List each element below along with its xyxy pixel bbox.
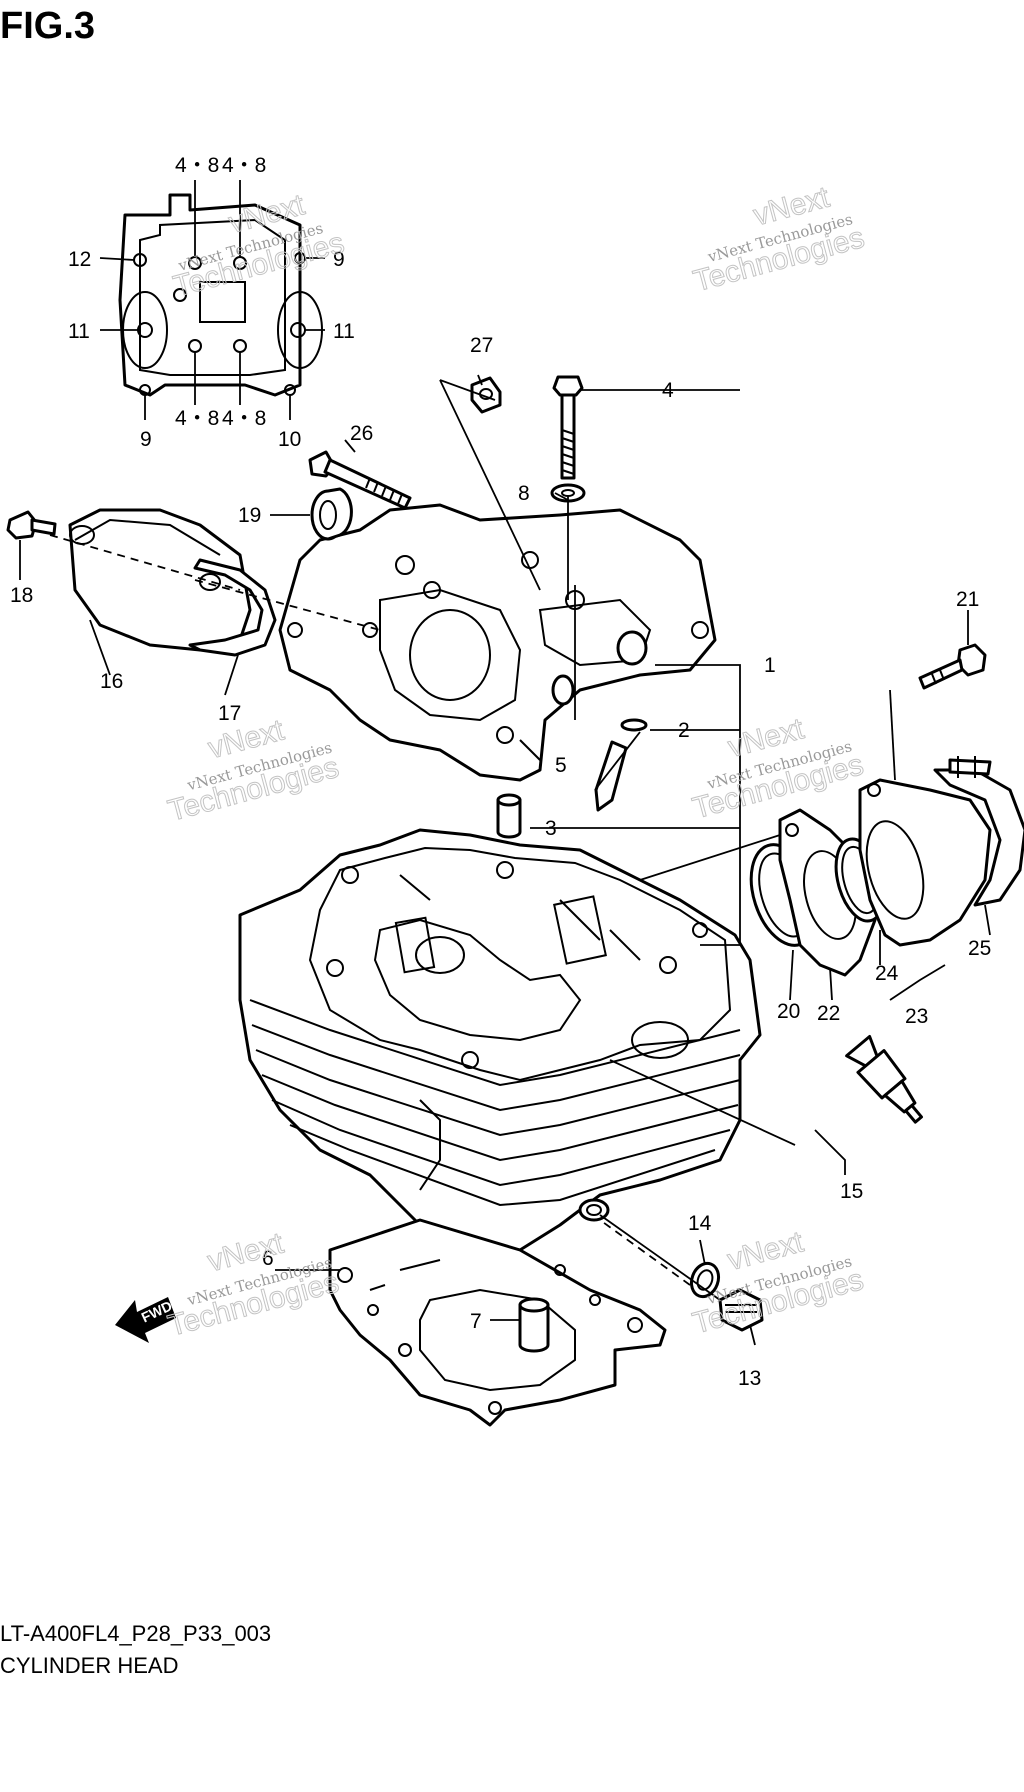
watermark-mid-left: vNext Technologies vNext Technologies	[164, 713, 343, 828]
dowel-pin-7	[518, 1297, 550, 1353]
watermark-top-right: vNext Technologies vNext Technologies	[690, 180, 869, 299]
seal-19	[310, 487, 353, 541]
figure-title: FIG.3	[0, 5, 96, 47]
callout-25: 25	[968, 937, 991, 960]
clamp-25	[933, 756, 1024, 907]
callout-23: 23	[905, 1005, 928, 1028]
cylinder-head	[238, 828, 762, 1252]
bolt-4	[552, 375, 584, 480]
callout-11-left: 11	[68, 320, 90, 343]
dowel-pin-3	[496, 793, 522, 839]
callout-19: 19	[238, 504, 261, 527]
callout-27: 27	[470, 334, 493, 357]
callout-4-8-top-right: 4・8	[222, 154, 266, 177]
spark-plug-15	[845, 1035, 923, 1124]
callout-18: 18	[10, 584, 33, 607]
callout-17: 17	[218, 702, 241, 725]
callout-15: 15	[840, 1180, 863, 1203]
bolt-18	[6, 510, 57, 540]
callout-12: 12	[68, 248, 91, 271]
intake-pipe-23	[858, 778, 992, 947]
callout-1: 1	[764, 654, 776, 677]
callout-22: 22	[817, 1002, 840, 1025]
callout-16: 16	[100, 670, 123, 693]
washer-8	[550, 483, 586, 503]
callout-labels: 4・8 4・8 4・8 4・8 12 11 11 9 9 10 27 4 26 …	[10, 154, 991, 1390]
cover-16	[68, 508, 252, 652]
callout-4-8-top-left: 4・8	[175, 154, 219, 177]
callout-13: 13	[738, 1367, 761, 1390]
callout-6: 6	[262, 1247, 274, 1270]
leader-lines	[19, 374, 991, 1346]
callout-9-bottom: 9	[140, 428, 152, 451]
callout-26: 26	[350, 422, 373, 445]
part-5	[594, 740, 628, 812]
inset-leaders	[99, 180, 325, 420]
callout-4-8-bottom-left: 4・8	[175, 407, 219, 430]
callout-9-right: 9	[333, 248, 345, 271]
callout-2: 2	[678, 719, 690, 742]
nut-27	[470, 376, 502, 414]
watermark-mid-right: vNext Technologies vNext Technologies	[689, 712, 868, 826]
callout-4-8-bottom-right: 4・8	[222, 407, 266, 430]
plug-13	[718, 1288, 764, 1332]
callout-21: 21	[956, 588, 979, 611]
bolt-21	[918, 643, 987, 690]
fwd-arrow-icon: FWD	[115, 1297, 176, 1343]
diagram-code: LT-A400FL4_P28_P33_003	[0, 1621, 272, 1646]
callout-11-right: 11	[333, 320, 355, 343]
cylinder-head-gasket	[328, 1218, 667, 1427]
callout-24: 24	[875, 962, 899, 985]
head-cover-inset	[118, 193, 323, 397]
o-ring-2	[620, 718, 648, 732]
callout-8: 8	[518, 482, 530, 505]
watermark-bottom-left: vNext Technologies vNext Technologies	[164, 1226, 343, 1343]
callout-10: 10	[278, 428, 301, 451]
bolt-26	[308, 450, 412, 510]
callout-14: 14	[688, 1212, 712, 1235]
diagram-caption: CYLINDER HEAD	[0, 1653, 179, 1678]
head-cover	[278, 503, 717, 782]
callout-20: 20	[777, 1000, 800, 1023]
washer-14	[689, 1261, 721, 1299]
callout-4: 4	[662, 379, 674, 402]
callout-5: 5	[555, 754, 567, 777]
callout-7: 7	[470, 1310, 482, 1333]
callout-3: 3	[545, 817, 557, 840]
